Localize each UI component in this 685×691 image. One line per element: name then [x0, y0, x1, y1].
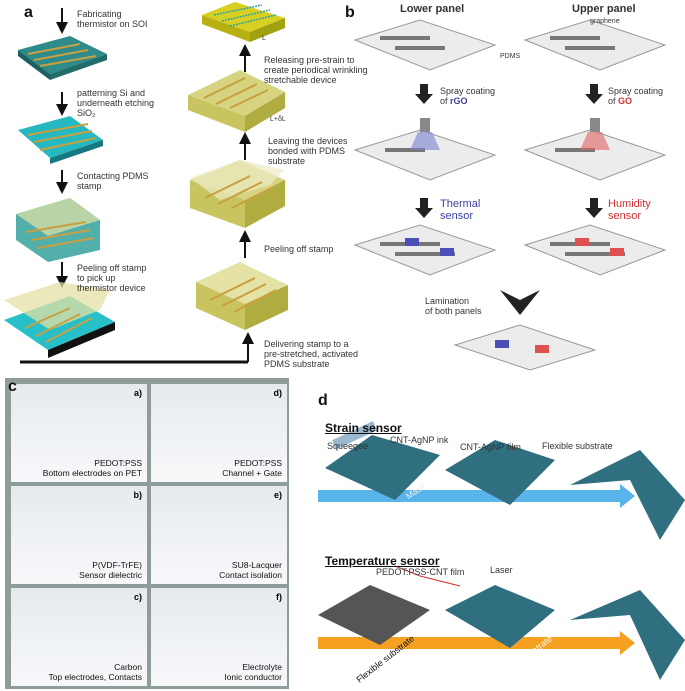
bonded-device: [188, 70, 285, 132]
thermal-sensor-label: Thermal sensor: [440, 198, 481, 222]
stamp-peel-right: [190, 160, 285, 228]
peel-stamp: [4, 282, 115, 358]
strain-process-arrow: [318, 484, 635, 508]
flexible-substrates: [318, 421, 685, 680]
step-fabricating: Fabricating thermistor on SOI: [77, 9, 148, 29]
spray-rgo: Spray coating of rGO: [440, 86, 496, 106]
strain-sensor-title: Strain sensor: [325, 421, 402, 435]
step-b-dielectric: b)P(VDF-TrFE) Sensor dielectric: [11, 486, 147, 584]
prestretched-substrate: [196, 262, 288, 330]
sensor-patches: [405, 238, 624, 353]
stamp-contact: [16, 198, 100, 262]
panel-c-box: a)PEDOT:PSS Bottom electrodes on PET d)P…: [5, 378, 289, 689]
panel-d-label: d: [318, 392, 328, 409]
dim-l: L: [262, 35, 266, 42]
step-d-channel-gate: d)PEDOT:PSS Channel + Gate: [151, 384, 287, 482]
squeegee: [332, 421, 378, 450]
step-e-isolation: e)SU8-Lacquer Contact isolation: [151, 486, 287, 584]
panel-b-arrows: [415, 84, 603, 315]
panel-b-label: b: [345, 4, 355, 21]
film-label: CNT-AgNP film: [460, 442, 521, 452]
step-f-electrolyte: f)Electrolyte Ionic conductor: [151, 588, 287, 686]
lamination-label: Lamination of both panels: [425, 296, 482, 316]
step-leaving: Leaving the devices bonded with PDMS sub…: [268, 136, 348, 166]
step-c-top-electrodes: c)Carbon Top electrodes, Contacts: [11, 588, 147, 686]
step-delivering: Delivering stamp to a pre-stretched, act…: [264, 339, 359, 369]
step-peeling-off: Peeling off stamp: [264, 244, 334, 254]
process-arrows: [56, 8, 254, 362]
lower-panel-title: Lower panel: [400, 3, 465, 15]
pedot-film-label: PEDOT:PSS-CNT film: [376, 567, 465, 577]
step-releasing: Releasing pre-strain to create periodica…: [264, 55, 368, 85]
panel-a-label: a: [24, 4, 33, 21]
step-contacting: Contacting PDMS stamp: [77, 171, 149, 191]
step-a-bottom-electrodes: a)PEDOT:PSS Bottom electrodes on PET: [11, 384, 147, 482]
pdms-label: PDMS: [500, 53, 521, 60]
pedot-callout: [394, 565, 461, 587]
laser-label: Laser: [490, 565, 513, 575]
humidity-sensor-label: Humidity sensor: [608, 198, 651, 222]
dim-l-dl: L+δL: [270, 116, 286, 123]
squeegee-label: Squeegee: [327, 441, 369, 451]
step-peeling-pickup: Peeling off stamp to pick up thermistor …: [77, 263, 147, 293]
graphene-label: graphene: [590, 18, 620, 25]
wrinkled-device: [202, 2, 285, 42]
temperature-sensor-title: Temperature sensor: [325, 554, 440, 568]
lamination-chevron: [500, 290, 540, 315]
temp-process-arrow: [318, 631, 635, 655]
spray-go: Spray coating of GO: [608, 86, 664, 106]
etched-slab: [18, 116, 103, 164]
spray-nozzles: [410, 118, 610, 150]
soi-slab: [18, 36, 107, 80]
ink-label: CNT-AgNP ink: [390, 435, 449, 445]
step-patterning: patterning Si and underneath etching SiO…: [77, 88, 155, 118]
upper-panel-title: Upper panel: [572, 3, 636, 15]
flexible-substrate-label: Flexible substrate: [542, 441, 613, 451]
panel-b-slabs: [353, 19, 667, 371]
panel-c-label: c: [8, 378, 17, 395]
